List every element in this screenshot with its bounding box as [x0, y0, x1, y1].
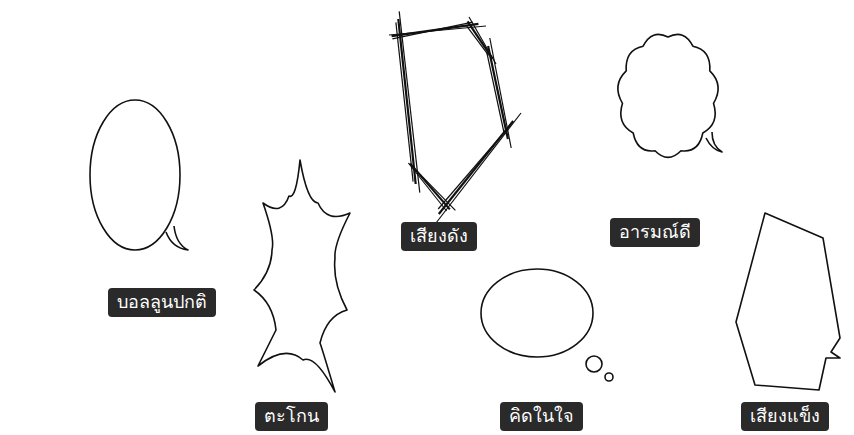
sketch-stroke [436, 113, 521, 223]
label-text: เสียงดัง [410, 225, 468, 247]
label-tag: เสียงดัง [401, 222, 477, 251]
sketch-stroke [438, 127, 509, 209]
loud-balloon [389, 11, 521, 223]
sketch-stroke [490, 38, 511, 148]
hard-voice-balloon [736, 213, 840, 390]
normal-balloon [90, 100, 188, 250]
label-tag: เสียงแข็ง [741, 402, 829, 431]
sketch-stroke [398, 19, 415, 184]
sketch-stroke [469, 17, 496, 64]
label-tag: ตะโกน [255, 402, 328, 431]
thought-balloon [481, 269, 613, 381]
shout-balloon [254, 160, 350, 392]
label-tag: คิดในใจ [500, 402, 583, 431]
happy-balloon [618, 34, 722, 157]
label-text: คิดในใจ [509, 405, 574, 427]
sketch-stroke [488, 46, 508, 139]
label-text: ตะโกน [264, 405, 319, 427]
label-text: อารมณ์ดี [619, 221, 691, 243]
label-text: เสียงแข็ง [750, 405, 820, 427]
sketch-stroke [399, 11, 420, 192]
sketch-stroke [410, 164, 456, 211]
sketch-stroke [439, 121, 513, 214]
sketch-stroke [396, 22, 413, 181]
label-tag: อารมณ์ดี [610, 218, 700, 247]
sketch-stroke [392, 22, 472, 39]
sketch-stroke [487, 52, 505, 134]
label-tag: บอลลูนปกติ [108, 288, 216, 317]
label-text: บอลลูนปกติ [117, 291, 207, 313]
sketch-stroke [466, 26, 488, 56]
